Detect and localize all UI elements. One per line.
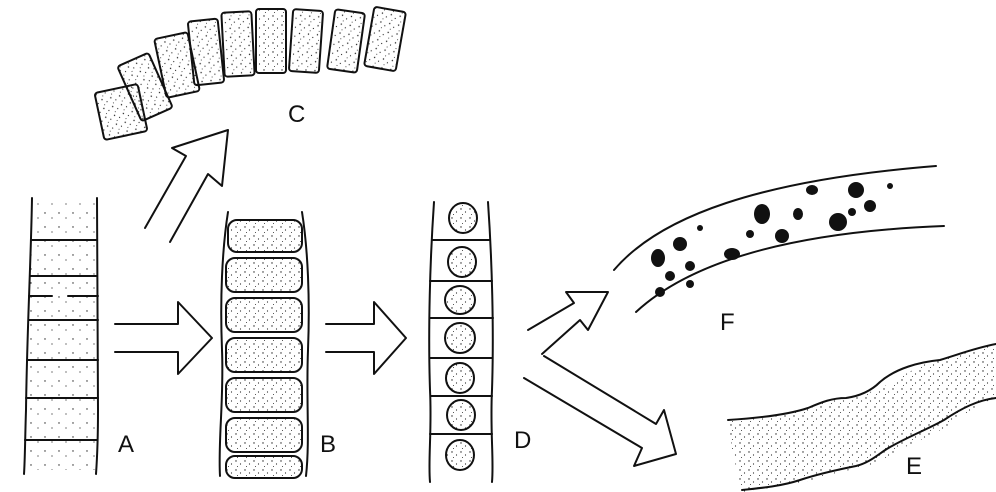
label-a: A (118, 431, 134, 458)
label-e: E (906, 453, 922, 480)
filament-d-spore (447, 246, 477, 278)
filament-f-granule (685, 261, 695, 271)
filament-f-granule (651, 249, 665, 267)
filament-c: C (94, 6, 407, 141)
label-d: D (514, 427, 531, 454)
filament-f-granule (686, 280, 694, 288)
filament-d-spore (445, 439, 475, 471)
filament-f-upper-wall (613, 165, 937, 271)
filament-d: D (428, 201, 531, 483)
filament-f-granule (806, 185, 818, 195)
filament-f-granule (673, 237, 687, 251)
filament-f-granule (848, 208, 856, 216)
filament-b-cell (225, 377, 303, 413)
filament-a-left-wall (23, 197, 33, 475)
filament-f-granule (848, 182, 864, 198)
filament-c-cell (326, 8, 366, 74)
filament-d-spore (446, 399, 476, 431)
filament-f-granule (887, 183, 893, 189)
filament-c-cell (117, 52, 173, 122)
filament-f-granule (829, 213, 847, 231)
filament-f-granule (697, 225, 703, 231)
filament-b-cell (225, 297, 303, 333)
filament-b-left-wall (218, 211, 229, 477)
filament-f-granule (746, 230, 754, 238)
filament-d-spore (448, 202, 478, 234)
filament-e-lower-wall (741, 397, 996, 491)
arrow-d-to-e (523, 355, 677, 467)
arrow-b-to-d (325, 301, 407, 375)
label-f: F (720, 309, 735, 336)
arrow-d-to-f (527, 291, 609, 355)
filament-d-spore (444, 285, 476, 315)
filament-f: F (613, 165, 945, 336)
filament-a: A (23, 197, 134, 475)
filament-f-granule (724, 248, 740, 260)
filament-b-cell (225, 417, 303, 453)
arrow-a-to-b (114, 301, 213, 375)
filament-d-right-wall (487, 201, 494, 483)
filament-e: E (727, 343, 996, 492)
filament-a-body (24, 200, 97, 470)
filament-a-right-wall (95, 197, 99, 475)
filament-b: B (218, 211, 336, 479)
filament-e-upper-wall (727, 343, 996, 421)
filament-e-body (728, 344, 996, 492)
filament-b-cell (225, 257, 303, 293)
filament-c-cell (363, 6, 407, 72)
arrow-a-to-c (144, 129, 229, 243)
filament-c-cell (255, 8, 287, 74)
filament-f-granule (793, 208, 803, 220)
filament-f-granule (864, 200, 876, 212)
filament-b-cell (225, 455, 303, 479)
filament-d-spore (444, 322, 476, 354)
filament-c-cell (187, 17, 225, 87)
filament-b-cell (227, 219, 303, 253)
filament-c-cell (220, 10, 256, 78)
filament-d-spore (445, 362, 475, 394)
filament-f-granule (754, 204, 770, 224)
filament-f-granule (655, 287, 665, 297)
label-c: C (288, 101, 305, 128)
filament-b-cell (225, 337, 303, 373)
filament-c-cell (288, 8, 324, 74)
filament-d-left-wall (428, 201, 435, 483)
filament-f-granule (665, 271, 675, 281)
filament-b-right-wall (301, 211, 310, 477)
filament-f-granule (775, 229, 789, 243)
label-b: B (320, 431, 336, 458)
